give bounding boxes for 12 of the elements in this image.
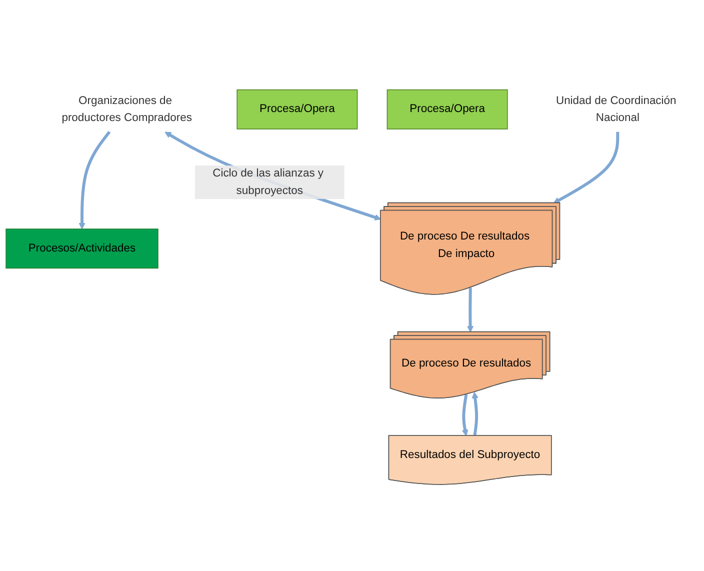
- node-box: Procesos/Actividades: [6, 228, 158, 268]
- node-box: Procesa/Opera: [386, 89, 508, 130]
- node-box: Procesa/Opera: [236, 89, 358, 130]
- arrow: [78, 130, 111, 230]
- node-text: Unidad de Coordinación Nacional: [556, 94, 676, 124]
- arrow: [462, 394, 468, 436]
- edge-label: Ciclo de las alianzas y subproyectos: [212, 166, 324, 196]
- arrow: [467, 287, 474, 332]
- arrow: [553, 132, 620, 204]
- arrow: [472, 392, 478, 436]
- node-text: Organizaciones de productores Compradores: [62, 94, 192, 124]
- arrow: [164, 131, 382, 220]
